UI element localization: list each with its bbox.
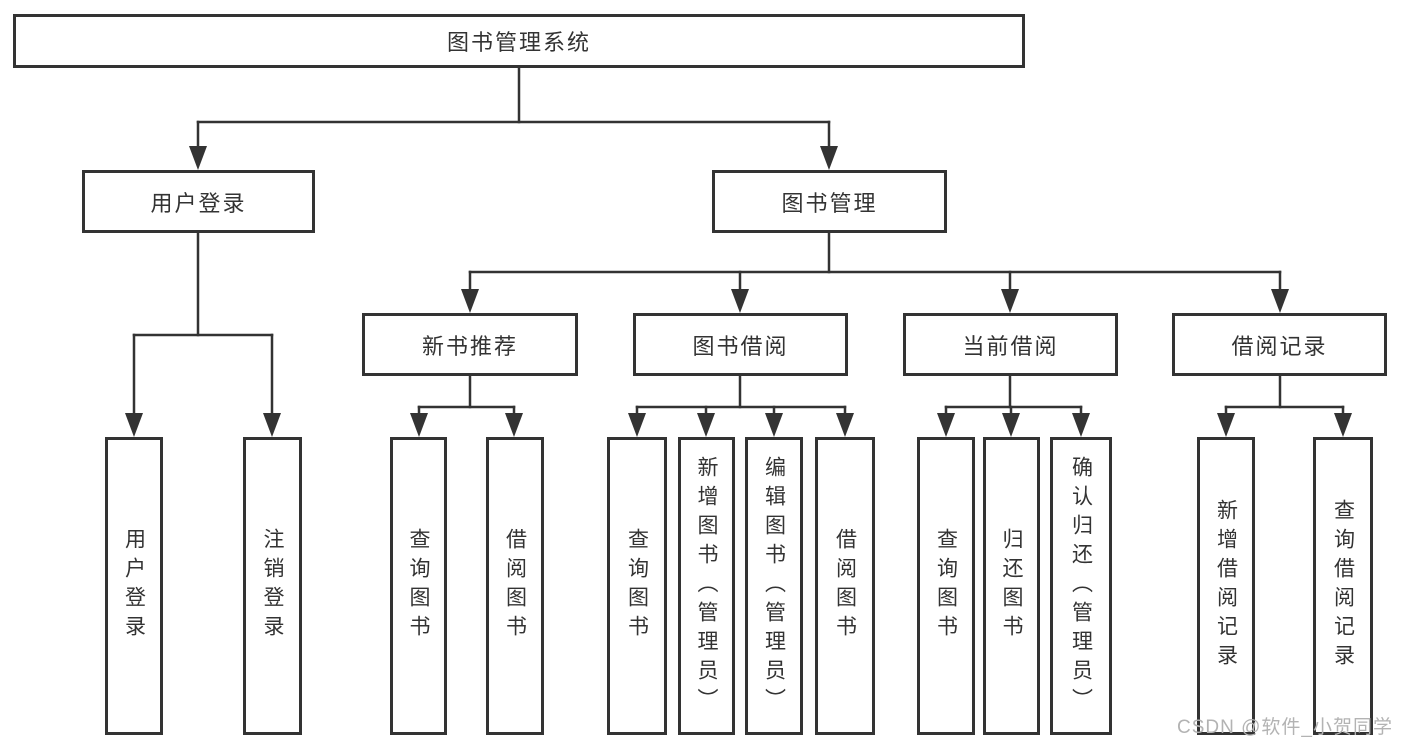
- leaf-logout: 注销登录: [243, 437, 302, 735]
- node-book-management: 图书管理: [712, 170, 947, 233]
- leaf-query-borrow-record: 查询借阅记录: [1313, 437, 1373, 735]
- node-borrow-records: 借阅记录: [1172, 313, 1387, 376]
- leaf-add-books-admin: 新增图书（管理员）: [678, 437, 735, 735]
- leaf-confirm-return-admin: 确认归还（管理员）: [1050, 437, 1112, 735]
- root-node-library-management-system: 图书管理系统: [13, 14, 1025, 68]
- node-book-borrow: 图书借阅: [633, 313, 848, 376]
- leaf-borrow-books: 借阅图书: [815, 437, 875, 735]
- node-current-borrow: 当前借阅: [903, 313, 1118, 376]
- node-user-login: 用户登录: [82, 170, 315, 233]
- leaf-return-books: 归还图书: [983, 437, 1040, 735]
- leaf-query-books-current: 查询图书: [917, 437, 975, 735]
- csdn-watermark: CSDN @软件_小贺同学: [1177, 717, 1393, 738]
- leaf-user-login: 用户登录: [105, 437, 163, 735]
- leaf-borrow-books-recommend: 借阅图书: [486, 437, 544, 735]
- leaf-edit-books-admin: 编辑图书（管理员）: [745, 437, 803, 735]
- node-new-book-recommend: 新书推荐: [362, 313, 578, 376]
- leaf-query-books-borrow: 查询图书: [607, 437, 667, 735]
- leaf-query-books-recommend: 查询图书: [390, 437, 447, 735]
- leaf-add-borrow-record: 新增借阅记录: [1197, 437, 1255, 735]
